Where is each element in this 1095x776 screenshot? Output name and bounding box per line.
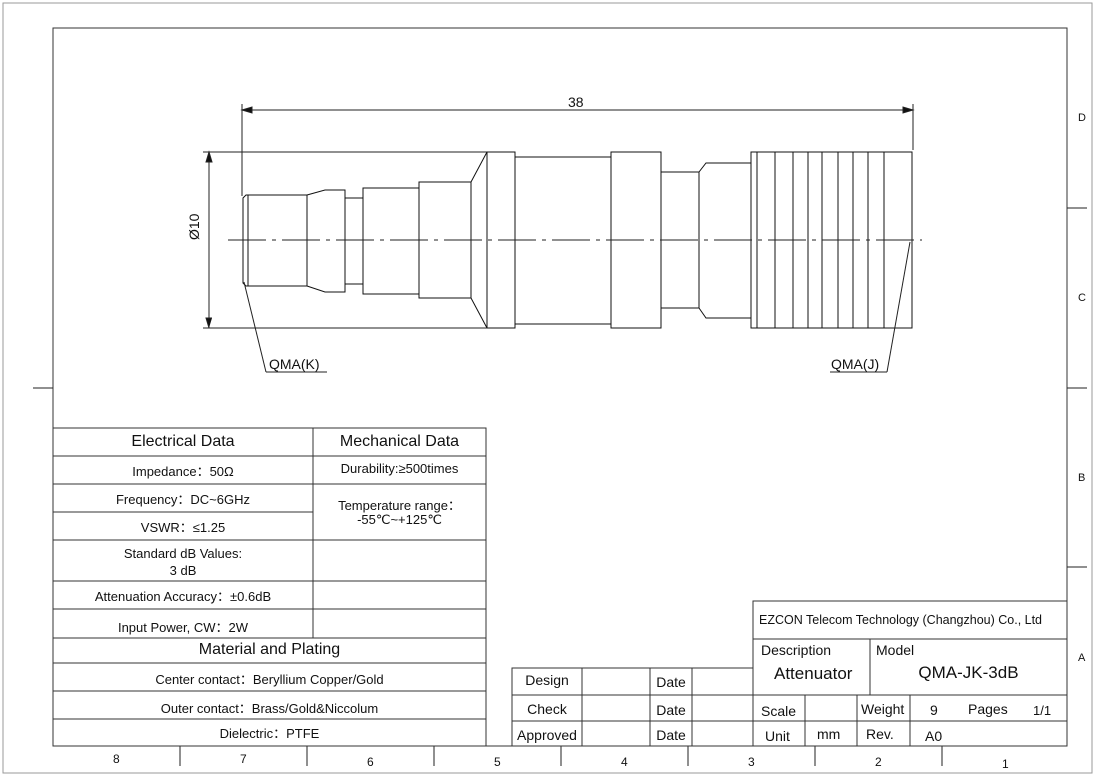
impedance-value: Impedance：50Ω [132,464,234,479]
center-contact-value: Center contact：Beryllium Copper/Gold [155,672,384,687]
vswr-value: VSWR：≤1.25 [140,520,226,535]
zone-ticks-bottom [179,746,943,766]
weight-value: 9 [930,702,938,718]
unit-label: Unit [765,728,790,744]
revision-value: A0 [925,728,943,744]
zone-number-5: 5 [494,755,501,769]
electrical-data-title: Electrical Data [131,433,235,450]
plug-body [362,187,420,295]
callout-qma-k: QMA(K) [269,356,320,372]
pages-label: Pages [968,701,1008,717]
callout-qma-j: QMA(J) [831,356,880,372]
zone-letter-d: D [1078,112,1086,124]
scale-label: Scale [761,703,797,719]
pages-value: 1/1 [1033,703,1052,718]
check-date-label: Date [656,702,686,718]
standard-db-label: Standard dB Values: [123,546,243,561]
title-block-grid [752,600,1068,747]
dielectric-value: Dielectric：PTFE [219,726,320,741]
zone-ticks-right [1067,207,1087,568]
company-name: EZCON Telecom Technology (Changzhou) Co.… [759,613,1043,627]
length-dimension [240,104,915,196]
temperature-range-value: -55℃~+125℃ [357,512,442,527]
data-table-grid [52,427,487,747]
zone-number-6: 6 [367,755,374,769]
model-label: Model [876,642,915,658]
length-dimension-label: 38 [568,94,584,110]
callout-leaders [243,241,911,373]
zone-letter-b: B [1078,472,1086,484]
approved-label: Approved [517,727,577,743]
zone-letter-a: A [1078,652,1086,664]
diameter-dimension [203,150,487,329]
model-value: QMA-JK-3dB [918,663,1019,682]
attenuation-accuracy-value: Attenuation Accuracy：±0.6dB [94,589,272,604]
design-date-label: Date [656,674,686,690]
approved-date-label: Date [656,727,686,743]
zone-number-8: 8 [113,752,120,766]
check-label: Check [527,701,567,717]
frequency-value: Frequency：DC~6GHz [115,492,251,507]
durability-value: Durability:≥500times [340,461,459,476]
plug-taper [306,189,346,293]
weight-label: Weight [861,701,905,717]
zone-number-4: 4 [621,755,628,769]
input-power-value: Input Power, CW：2W [117,620,249,635]
standard-db-value: 3 dB [169,563,197,578]
design-label: Design [525,672,569,688]
zone-number-1: 1 [1002,757,1009,771]
zone-number-3: 3 [748,755,755,769]
zone-letter-c: C [1078,292,1086,304]
temperature-range-label: Temperature range： [338,498,461,513]
mechanical-data-title: Mechanical Data [339,433,460,450]
zone-number-7: 7 [240,752,247,766]
description-label: Description [761,642,832,658]
description-value: Attenuator [774,664,853,683]
material-plating-title: Material and Plating [198,641,341,658]
outer-contact-value: Outer contact：Brass/Gold&Niccolum [160,701,379,716]
plug-collar [344,197,364,285]
diameter-dimension-label: Ø10 [186,213,202,240]
unit-value: mm [817,726,841,742]
revision-label: Rev. [866,726,894,742]
zone-number-2: 2 [875,755,882,769]
